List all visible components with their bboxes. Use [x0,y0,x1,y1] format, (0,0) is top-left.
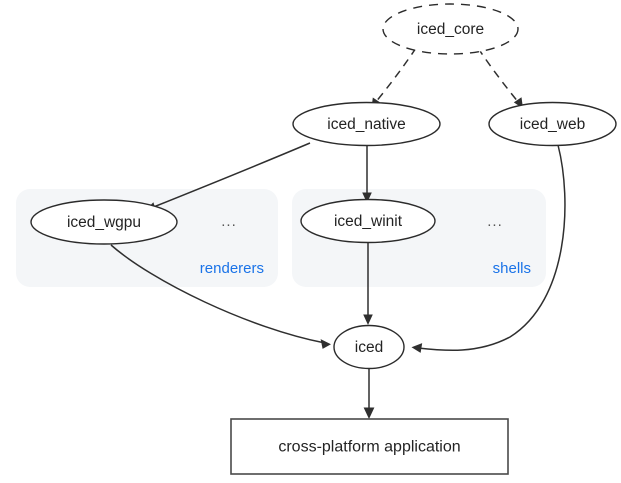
node-iced-native-shape[interactable] [292,101,441,147]
node-iced-core-shape[interactable] [382,3,519,55]
cluster-renderers-label: renderers [200,260,264,277]
edge-iced-wgpu-to-iced [110,244,331,349]
node-iced-winit-label: iced_winit [334,213,403,230]
node-iced-web-label: iced_web [520,116,586,133]
arrowhead-icon [363,407,375,419]
node-iced-core-label: iced_core [417,21,484,38]
node-iced-shape[interactable] [333,324,405,370]
edge-iced-winit-to-iced [363,240,373,325]
node-cross-platform-application-label: cross-platform application [278,439,460,456]
edge-iced-core-to-iced-web [477,47,523,109]
node-iced-wgpu[interactable]: iced_wgpu [30,199,178,245]
arrowhead-icon [411,343,423,353]
node-iced-winit-shape[interactable] [300,198,436,244]
cluster-shells-ellipsis: ... [487,213,503,230]
node-cross-platform-application[interactable]: cross-platform application [230,418,509,475]
cluster-renderers-ellipsis: ... [221,213,237,230]
node-iced-wgpu-label: iced_wgpu [67,214,141,231]
arrowhead-icon [362,192,372,203]
node-iced-native[interactable]: iced_native [292,101,441,147]
node-iced-core[interactable]: iced_core [382,3,519,55]
edge-iced-core-to-iced-native [371,47,417,109]
node-cross-platform-application-shape[interactable] [230,418,509,475]
node-iced-web[interactable]: iced_web [488,101,617,147]
node-iced-winit[interactable]: iced_winit [300,198,436,244]
arrowhead-icon [320,339,331,349]
node-iced-native-label: iced_native [327,116,405,133]
node-iced-label: iced [355,339,383,356]
edge-iced-to-application [363,369,375,419]
node-iced[interactable]: iced [333,324,405,370]
node-iced-wgpu-shape[interactable] [30,199,178,245]
arrowhead-icon [363,314,373,325]
cluster-shells-label: shells [493,260,531,277]
edge-iced-web-to-iced [411,144,566,353]
edge-iced-native-to-iced-winit [362,146,372,203]
node-iced-web-shape[interactable] [488,101,617,147]
